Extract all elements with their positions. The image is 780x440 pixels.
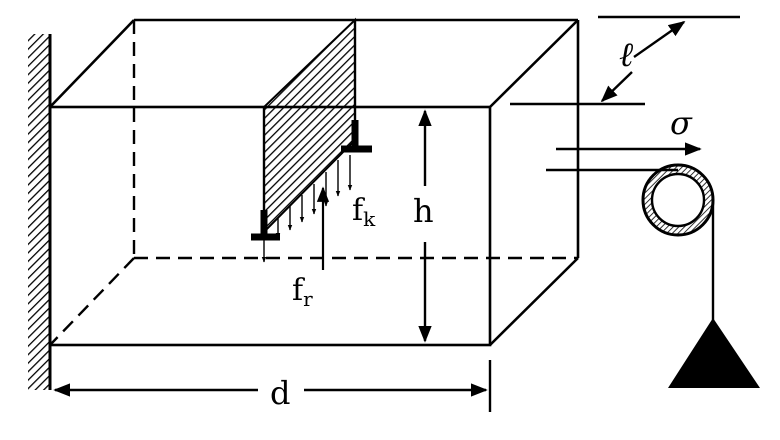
dislocation-upper xyxy=(341,120,372,153)
wall xyxy=(28,34,52,390)
pulley-hub xyxy=(650,172,706,228)
weight-triangle xyxy=(668,318,760,388)
box-edge-top-left xyxy=(49,19,135,108)
depth-label: d xyxy=(270,374,290,412)
stress-label: σ xyxy=(670,104,693,142)
length-arrow-down xyxy=(600,71,633,103)
length-dimension xyxy=(510,15,740,106)
pulley xyxy=(641,163,760,388)
height-label: h xyxy=(413,192,434,230)
box-edge-top-right xyxy=(489,19,579,108)
box-edge-bottom-right xyxy=(489,257,579,346)
force-k-label: fk xyxy=(352,193,376,231)
dislocation-lower xyxy=(251,210,280,241)
line-tension-arrows xyxy=(275,155,353,239)
length-arrow-up xyxy=(633,21,686,58)
hidden-edge-bottom-left xyxy=(49,257,135,346)
slip-plane-hatching xyxy=(263,17,356,235)
wall-hatching xyxy=(28,34,50,390)
length-label: ℓ xyxy=(619,35,633,75)
slip-plane xyxy=(262,17,357,235)
stress-loading xyxy=(546,142,702,172)
force-r-label: fr xyxy=(292,273,313,311)
hidden-edges xyxy=(49,20,578,346)
depth-dimension xyxy=(53,360,492,412)
